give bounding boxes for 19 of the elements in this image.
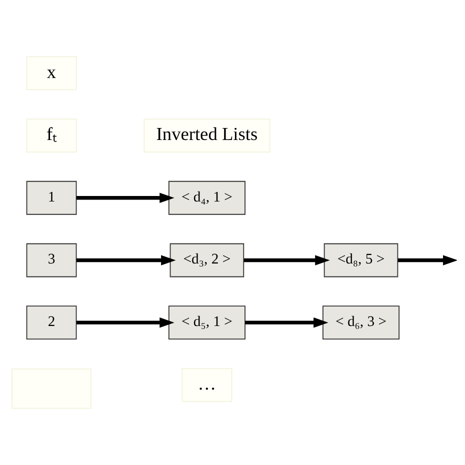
arrow: [398, 255, 457, 266]
node-box: x: [26, 56, 77, 90]
node-box: < d₄, 1 >: [168, 180, 246, 215]
node-box: …: [182, 368, 232, 402]
node-box: < d₆, 3 >: [322, 306, 400, 340]
node-box: 1: [26, 180, 77, 215]
node-box: <d₃, 2 >: [170, 243, 244, 278]
node-box: <d₈, 5 >: [324, 243, 398, 278]
arrow: [244, 255, 330, 266]
node-box: 3: [26, 243, 77, 278]
arrow: [245, 317, 328, 328]
node-box: 2: [26, 306, 77, 340]
node-box: [12, 368, 92, 409]
node-box: Inverted Lists: [144, 118, 270, 152]
arrow: [76, 317, 174, 328]
node-box: < d₅, 1 >: [168, 306, 246, 340]
node-box: fₜ: [26, 118, 77, 152]
arrow: [76, 192, 174, 204]
arrow: [76, 255, 176, 266]
